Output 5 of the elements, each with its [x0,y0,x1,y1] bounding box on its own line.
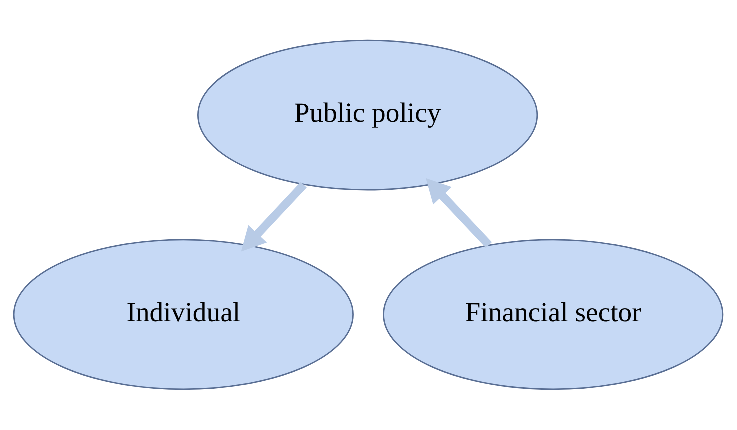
node-ellipse: Individual [13,239,354,390]
arrow [241,182,307,252]
node-ellipse: Public policy [198,40,538,191]
node-ellipse: Financial sector [383,239,724,390]
arrow [426,178,492,248]
